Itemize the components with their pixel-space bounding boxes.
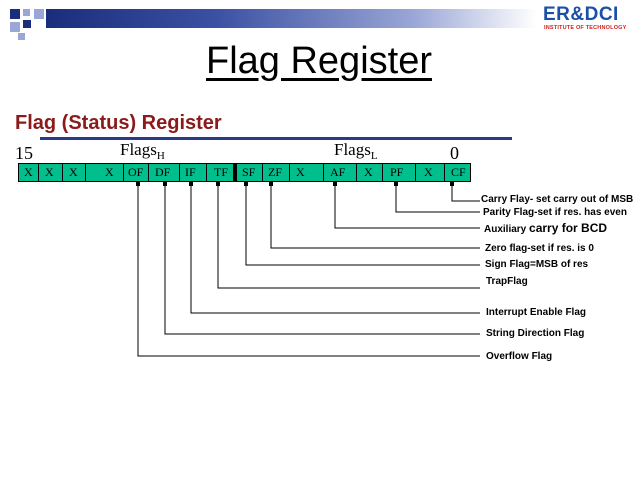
register-divider [382, 163, 383, 182]
register-divider [38, 163, 39, 182]
connector-dot [269, 182, 273, 186]
register-divider [262, 163, 263, 182]
corner-square [10, 9, 20, 19]
title-rule [40, 137, 512, 140]
register-divider [444, 163, 445, 182]
flags-low-label: FlagsL [334, 140, 378, 162]
register-divider [85, 163, 86, 182]
register-byte-divider [233, 163, 237, 182]
register-cell-x: X [424, 165, 433, 179]
logo-subtext: INSTITUTE OF TECHNOLOGY [544, 25, 627, 31]
register-divider [62, 163, 63, 182]
zf-connector [270, 182, 480, 249]
register-divider [323, 163, 324, 182]
register-cell-x: X [364, 165, 373, 179]
register-divider [148, 163, 149, 182]
connector-dot [216, 182, 220, 186]
flags-high-label: FlagsH [120, 140, 165, 162]
logo: ER&DCI INSTITUTE OF TECHNOLOGY [543, 4, 635, 36]
connector-dot [333, 182, 337, 186]
connector-dot [163, 182, 167, 186]
sf-label: Sign Flag=MSB of res [485, 259, 589, 270]
register-cell-x: X [296, 165, 305, 179]
register-cell-tf: TF [214, 165, 229, 179]
diagram-title: Flag (Status) Register [15, 112, 222, 134]
pf-connector [395, 182, 480, 213]
bit-15-label: 15 [15, 143, 33, 163]
df-connector [164, 182, 480, 335]
flags-high-base: Flags [120, 140, 157, 159]
register-divider [289, 163, 290, 182]
af-label: Auxiliary carry for BCD [484, 221, 607, 235]
connector-dot [189, 182, 193, 186]
register-cell-zf: ZF [268, 165, 283, 179]
register-cell-x: X [105, 165, 114, 179]
register-cell-sf: SF [242, 165, 256, 179]
flags-low-base: Flags [334, 140, 371, 159]
flag-register: X X X X OF DF IF TF SF ZF X AF X PF X CF [18, 163, 471, 182]
register-cell-x: X [69, 165, 78, 179]
pf-label: Parity Flag-set if res. has even [483, 207, 627, 218]
register-cell-x: X [45, 165, 54, 179]
tf-connector [217, 182, 480, 289]
register-divider [356, 163, 357, 182]
af-label-prefix: Auxiliary [484, 224, 530, 235]
if-connector [190, 182, 480, 314]
tf-label: TrapFlag [486, 276, 528, 287]
slide-title: Flag Register [206, 40, 432, 82]
of-connector [137, 182, 480, 357]
corner-square [18, 33, 25, 40]
af-label-suffix: carry for BCD [529, 221, 608, 235]
register-cell-pf: PF [390, 165, 404, 179]
flags-low-sub: L [370, 150, 378, 162]
flags-high-sub: H [156, 150, 165, 162]
register-divider [123, 163, 124, 182]
logo-text: ER&DCI [543, 4, 619, 25]
bit-0-label: 0 [450, 143, 459, 163]
register-cell-x: X [24, 165, 33, 179]
corner-square [23, 20, 31, 28]
connector-dot [394, 182, 398, 186]
zf-label: Zero flag-set if res. is 0 [485, 243, 594, 254]
af-connector [334, 182, 480, 229]
sf-connector [245, 182, 480, 266]
register-cell-cf: CF [451, 165, 466, 179]
header-gradient-bar [46, 9, 536, 28]
corner-square [23, 9, 30, 16]
connector-dot [136, 182, 140, 186]
corner-square [10, 22, 20, 32]
register-cell-af: AF [330, 165, 346, 179]
register-cell-if: IF [185, 165, 196, 179]
connector-dot [244, 182, 248, 186]
register-cell-of: OF [128, 165, 144, 179]
register-divider [206, 163, 207, 182]
if-label: Interrupt Enable Flag [486, 307, 587, 318]
register-cell-df: DF [155, 165, 171, 179]
corner-square [34, 9, 44, 19]
register-divider [415, 163, 416, 182]
register-divider [179, 163, 180, 182]
cf-label: Carry Flay- set carry out of MSB [481, 194, 634, 205]
of-label: Overflow Flag [486, 351, 553, 362]
df-label: String Direction Flag [486, 328, 585, 339]
connector-dot [450, 182, 454, 186]
cf-connector [451, 182, 480, 202]
